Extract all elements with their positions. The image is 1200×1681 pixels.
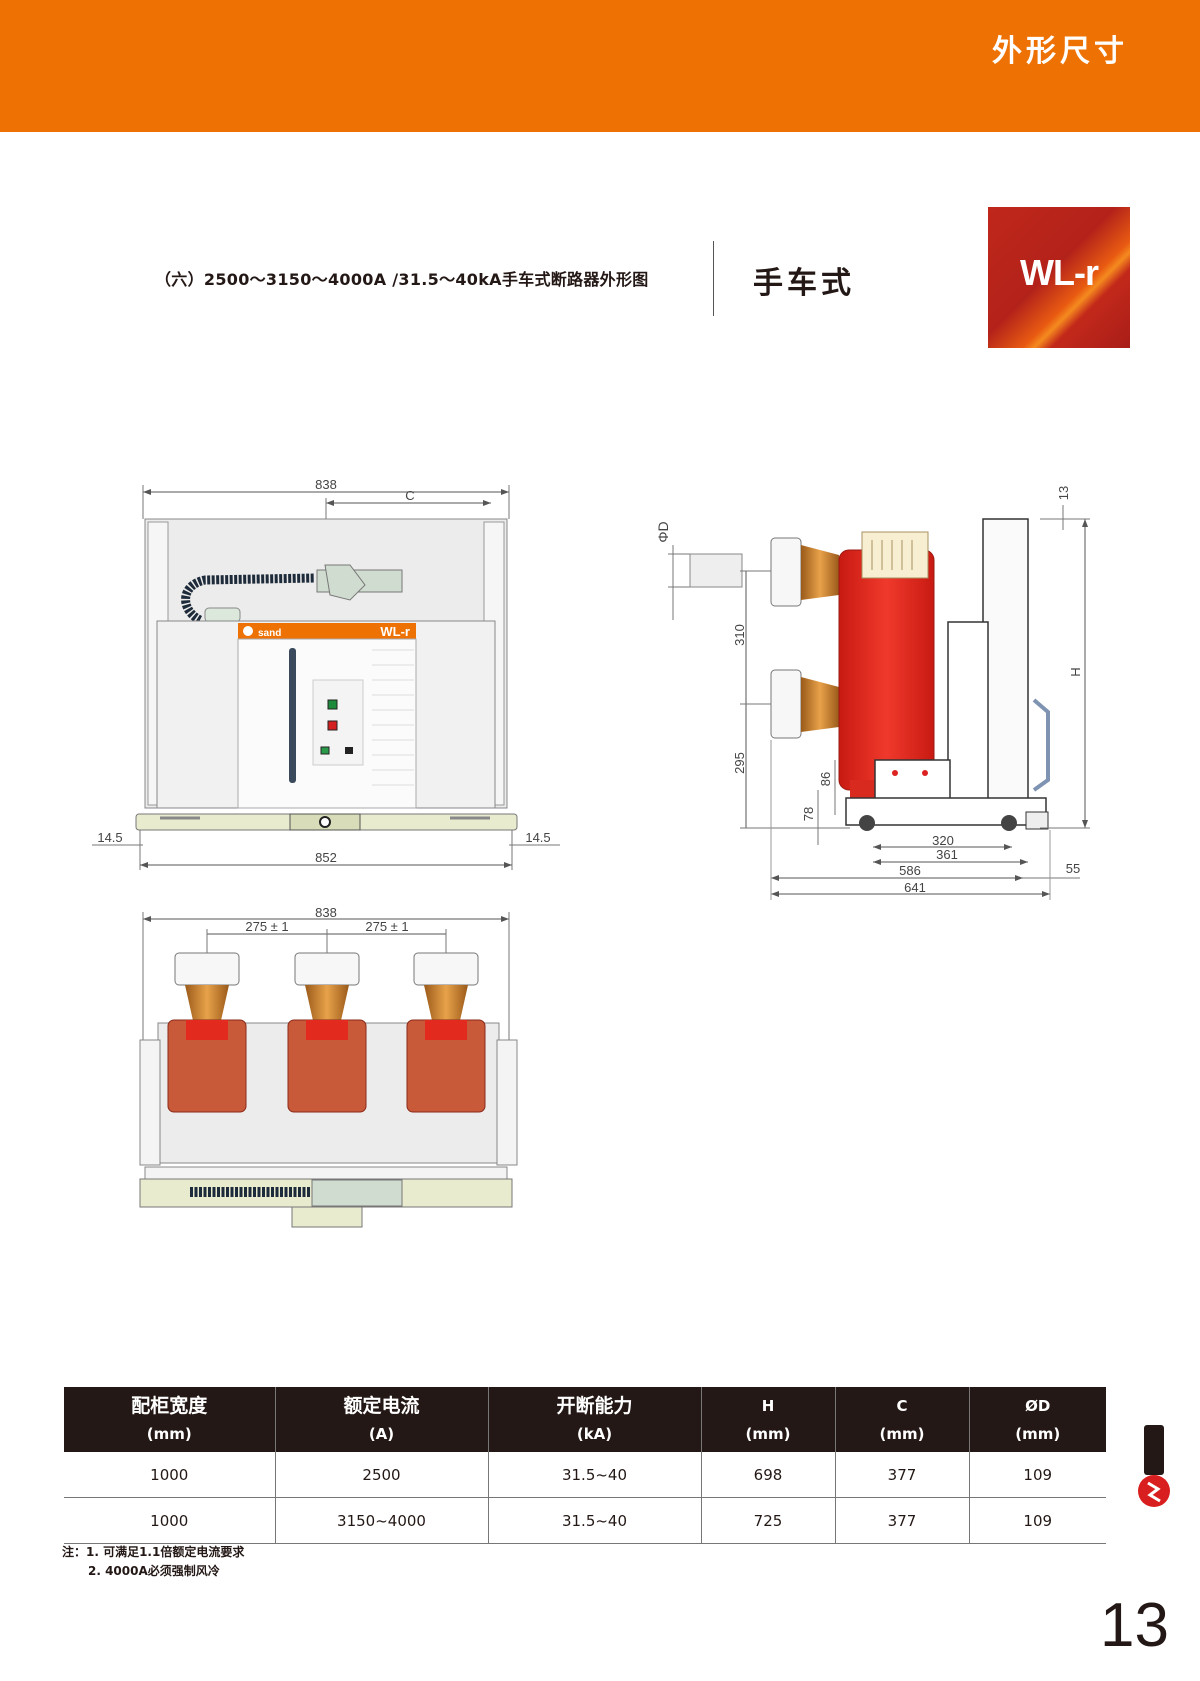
section-title: 外形尺寸 xyxy=(992,34,1128,69)
spec-table: 配柜宽度(mm) 额定电流(A) 开断能力(kA) H(mm) C(mm) ØD… xyxy=(64,1387,1106,1544)
dim-top-width: 838 xyxy=(315,905,337,920)
col-header: 配柜宽度(mm) xyxy=(64,1387,276,1452)
cell: 377 xyxy=(834,1497,970,1544)
panel-logo: sand xyxy=(258,628,281,639)
drawing-subtitle: （六）2500～3150～4000A /31.5～40kA手车式断路器外形图 xyxy=(155,270,649,289)
cell: 109 xyxy=(968,1452,1106,1498)
table-row: 1000 3150~4000 31.5~40 725 377 109 xyxy=(64,1497,1106,1544)
table-header-row: 配柜宽度(mm) 额定电流(A) 开断能力(kA) H(mm) C(mm) ØD… xyxy=(64,1387,1106,1452)
dim-top: 13 xyxy=(1056,486,1071,500)
pole-1 xyxy=(167,952,247,1113)
side-view: ΦD 13 H 310 295 86 78 320 xyxy=(655,486,1090,900)
dim-height: H xyxy=(1068,667,1083,676)
cell: 2500 xyxy=(274,1452,489,1498)
handle-icon xyxy=(1032,698,1050,792)
cell: 725 xyxy=(700,1497,836,1544)
page-number: 13 xyxy=(1100,1591,1169,1660)
cell: 1000 xyxy=(64,1452,276,1498)
product-badge: WL-r xyxy=(988,207,1130,348)
dim-pitch: 310 xyxy=(732,624,747,646)
product-badge-text: WL-r xyxy=(1020,252,1099,293)
table-row: 1000 2500 31.5~40 698 377 109 xyxy=(64,1452,1106,1498)
col-header: 开断能力(kA) xyxy=(488,1387,702,1452)
cell: 1000 xyxy=(64,1497,276,1544)
cell: 109 xyxy=(968,1497,1106,1544)
dim-width-top: 838 xyxy=(315,477,337,492)
dim-86: 86 xyxy=(818,772,833,786)
dim-55: 55 xyxy=(1066,861,1080,876)
dim-c: C xyxy=(405,488,414,503)
panel-badge: WL-r xyxy=(380,624,410,639)
cable-icon xyxy=(181,573,316,625)
note-2: 2. 4000A必须强制风冷 xyxy=(88,1564,220,1578)
busbar-pipe xyxy=(689,553,743,588)
cell: 698 xyxy=(700,1452,836,1498)
notes: 注：1. 可满足1.1倍额定电流要求 2. 4000A必须强制风冷 xyxy=(62,1543,244,1581)
cell: 3150~4000 xyxy=(274,1497,489,1544)
header-band xyxy=(0,0,1200,132)
dim-78: 78 xyxy=(801,807,816,821)
dim-left-offset: 14.5 xyxy=(97,830,122,845)
divider xyxy=(713,241,714,316)
col-header: H(mm) xyxy=(701,1387,836,1452)
dimension-drawings: 838 C sand WL-r 14.5 14.5 xyxy=(92,477,1090,1228)
note-1: 注：1. 可满足1.1倍额定电流要求 xyxy=(62,1545,245,1559)
dim-320: 320 xyxy=(932,833,954,848)
dim-width-bottom: 852 xyxy=(315,850,337,865)
cell: 31.5~40 xyxy=(487,1452,702,1498)
dim-pitch-left: 275 ± 1 xyxy=(245,919,288,934)
pole-2 xyxy=(287,952,367,1113)
dim-361: 361 xyxy=(936,847,958,862)
dim-586: 586 xyxy=(899,863,921,878)
top-view: 838 275 ± 1 275 ± 1 xyxy=(139,905,518,1228)
cell: 377 xyxy=(834,1452,970,1498)
col-header: 额定电流(A) xyxy=(275,1387,489,1452)
cell: 31.5~40 xyxy=(487,1497,702,1544)
sand-logo-icon xyxy=(1138,1425,1170,1507)
pole-3 xyxy=(406,952,486,1113)
col-header: ØD(mm) xyxy=(969,1387,1106,1452)
dim-diameter: ΦD xyxy=(655,521,671,542)
col-header: C(mm) xyxy=(835,1387,970,1452)
dim-641: 641 xyxy=(904,880,926,895)
dim-pitch-right: 275 ± 1 xyxy=(365,919,408,934)
dim-lower: 295 xyxy=(732,752,747,774)
front-view: 838 C sand WL-r 14.5 14.5 xyxy=(92,477,560,870)
dim-right-offset: 14.5 xyxy=(525,830,550,845)
type-label: 手车式 xyxy=(753,266,855,301)
